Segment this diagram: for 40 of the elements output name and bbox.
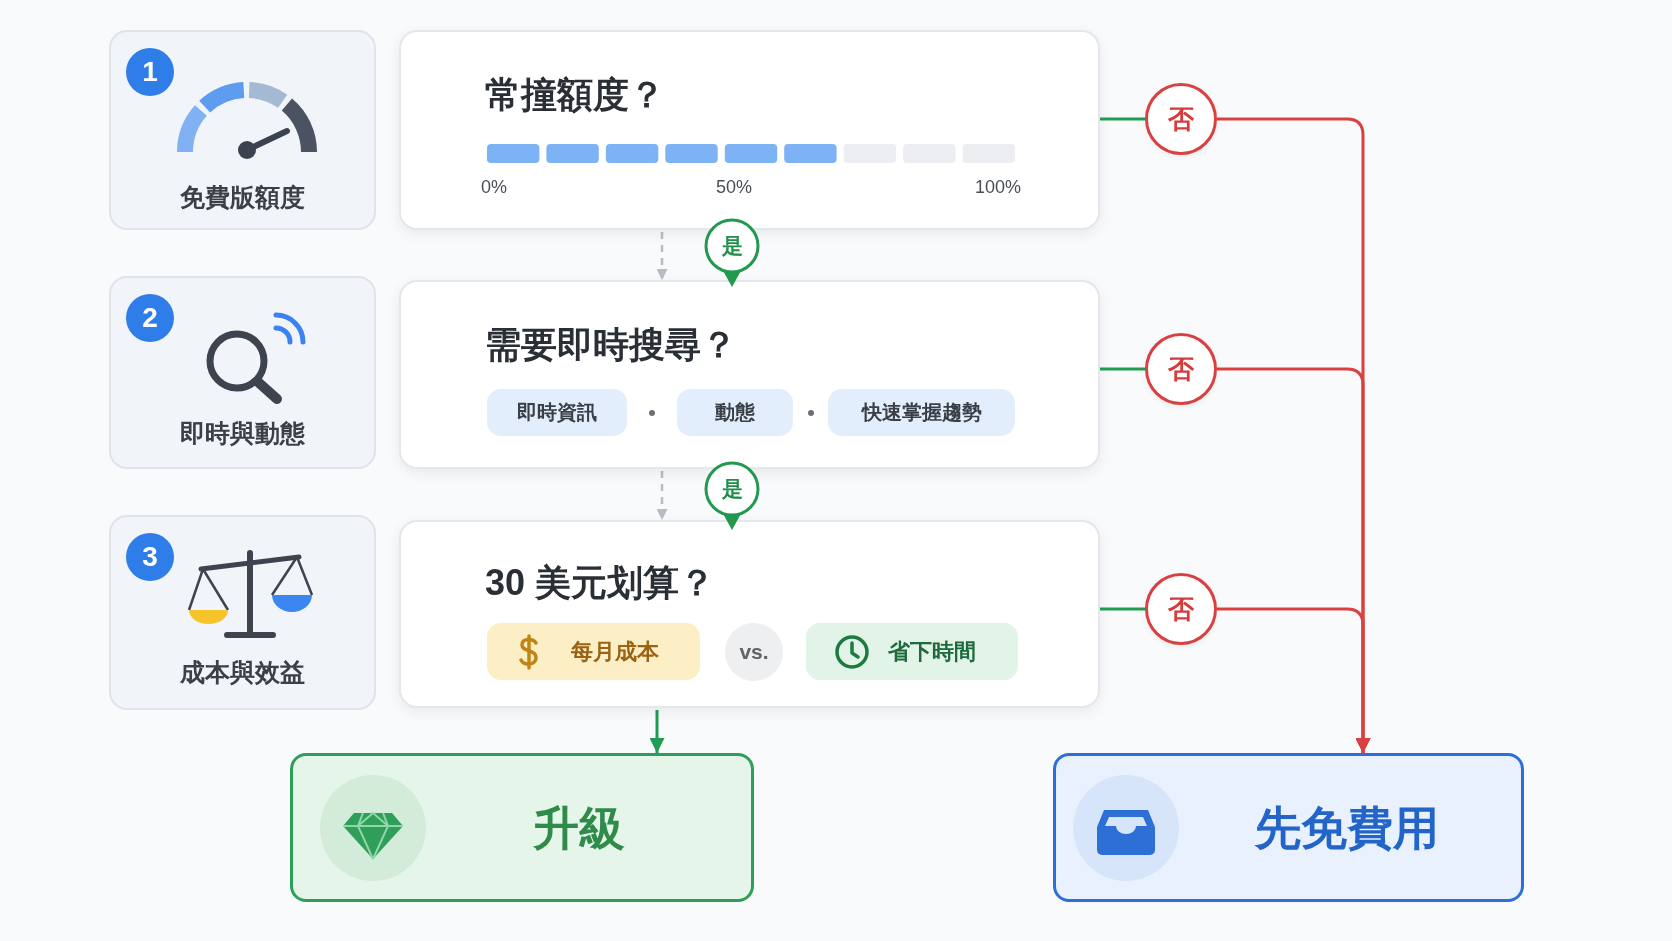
decision-circle: 否 — [1145, 83, 1217, 155]
decision-circle: 否 — [1145, 333, 1217, 405]
step-badge: 1 — [126, 48, 174, 96]
step-card — [109, 276, 376, 469]
connector-line — [1100, 607, 1145, 611]
decision-circle: 否 — [1145, 573, 1217, 645]
question-title: 常撞額度？ — [485, 73, 665, 117]
arrow — [656, 471, 668, 520]
step-badge: 2 — [126, 294, 174, 342]
step-card — [109, 30, 376, 230]
step-card — [109, 515, 376, 710]
question-card — [399, 520, 1100, 708]
tag-chip — [487, 623, 700, 680]
card-label: 即時與動態 — [180, 418, 305, 449]
chip-label: 每月成本 — [571, 638, 659, 666]
vs-circle: vs. — [725, 623, 783, 681]
arrow — [1217, 607, 1371, 753]
result-label: 先免費用 — [1255, 800, 1439, 856]
tick-label: 50% — [716, 176, 752, 198]
result-label: 升級 — [533, 800, 625, 856]
question-card — [399, 280, 1100, 469]
arrow — [649, 710, 665, 753]
card-label: 免費版額度 — [180, 182, 305, 213]
chip-label: 省下時間 — [888, 638, 976, 666]
tag-chip — [806, 623, 1018, 680]
question-card — [399, 30, 1100, 230]
tick-label: 0% — [481, 176, 507, 198]
question-title: 30 美元划算？ — [485, 561, 716, 605]
card-label: 成本與效益 — [180, 657, 305, 688]
tag-chip: 快速掌握趨勢 — [828, 389, 1015, 436]
connector-line — [1100, 117, 1145, 121]
result-box — [290, 753, 754, 902]
tag-chip: 動態 — [677, 389, 793, 436]
step-badge: 3 — [126, 533, 174, 581]
connector-line — [1100, 367, 1145, 371]
question-title: 需要即時搜尋？ — [485, 323, 737, 367]
tag-chip: 即時資訊 — [487, 389, 627, 436]
arrow — [656, 232, 668, 280]
result-box — [1053, 753, 1524, 902]
tick-label: 100% — [974, 176, 1021, 198]
